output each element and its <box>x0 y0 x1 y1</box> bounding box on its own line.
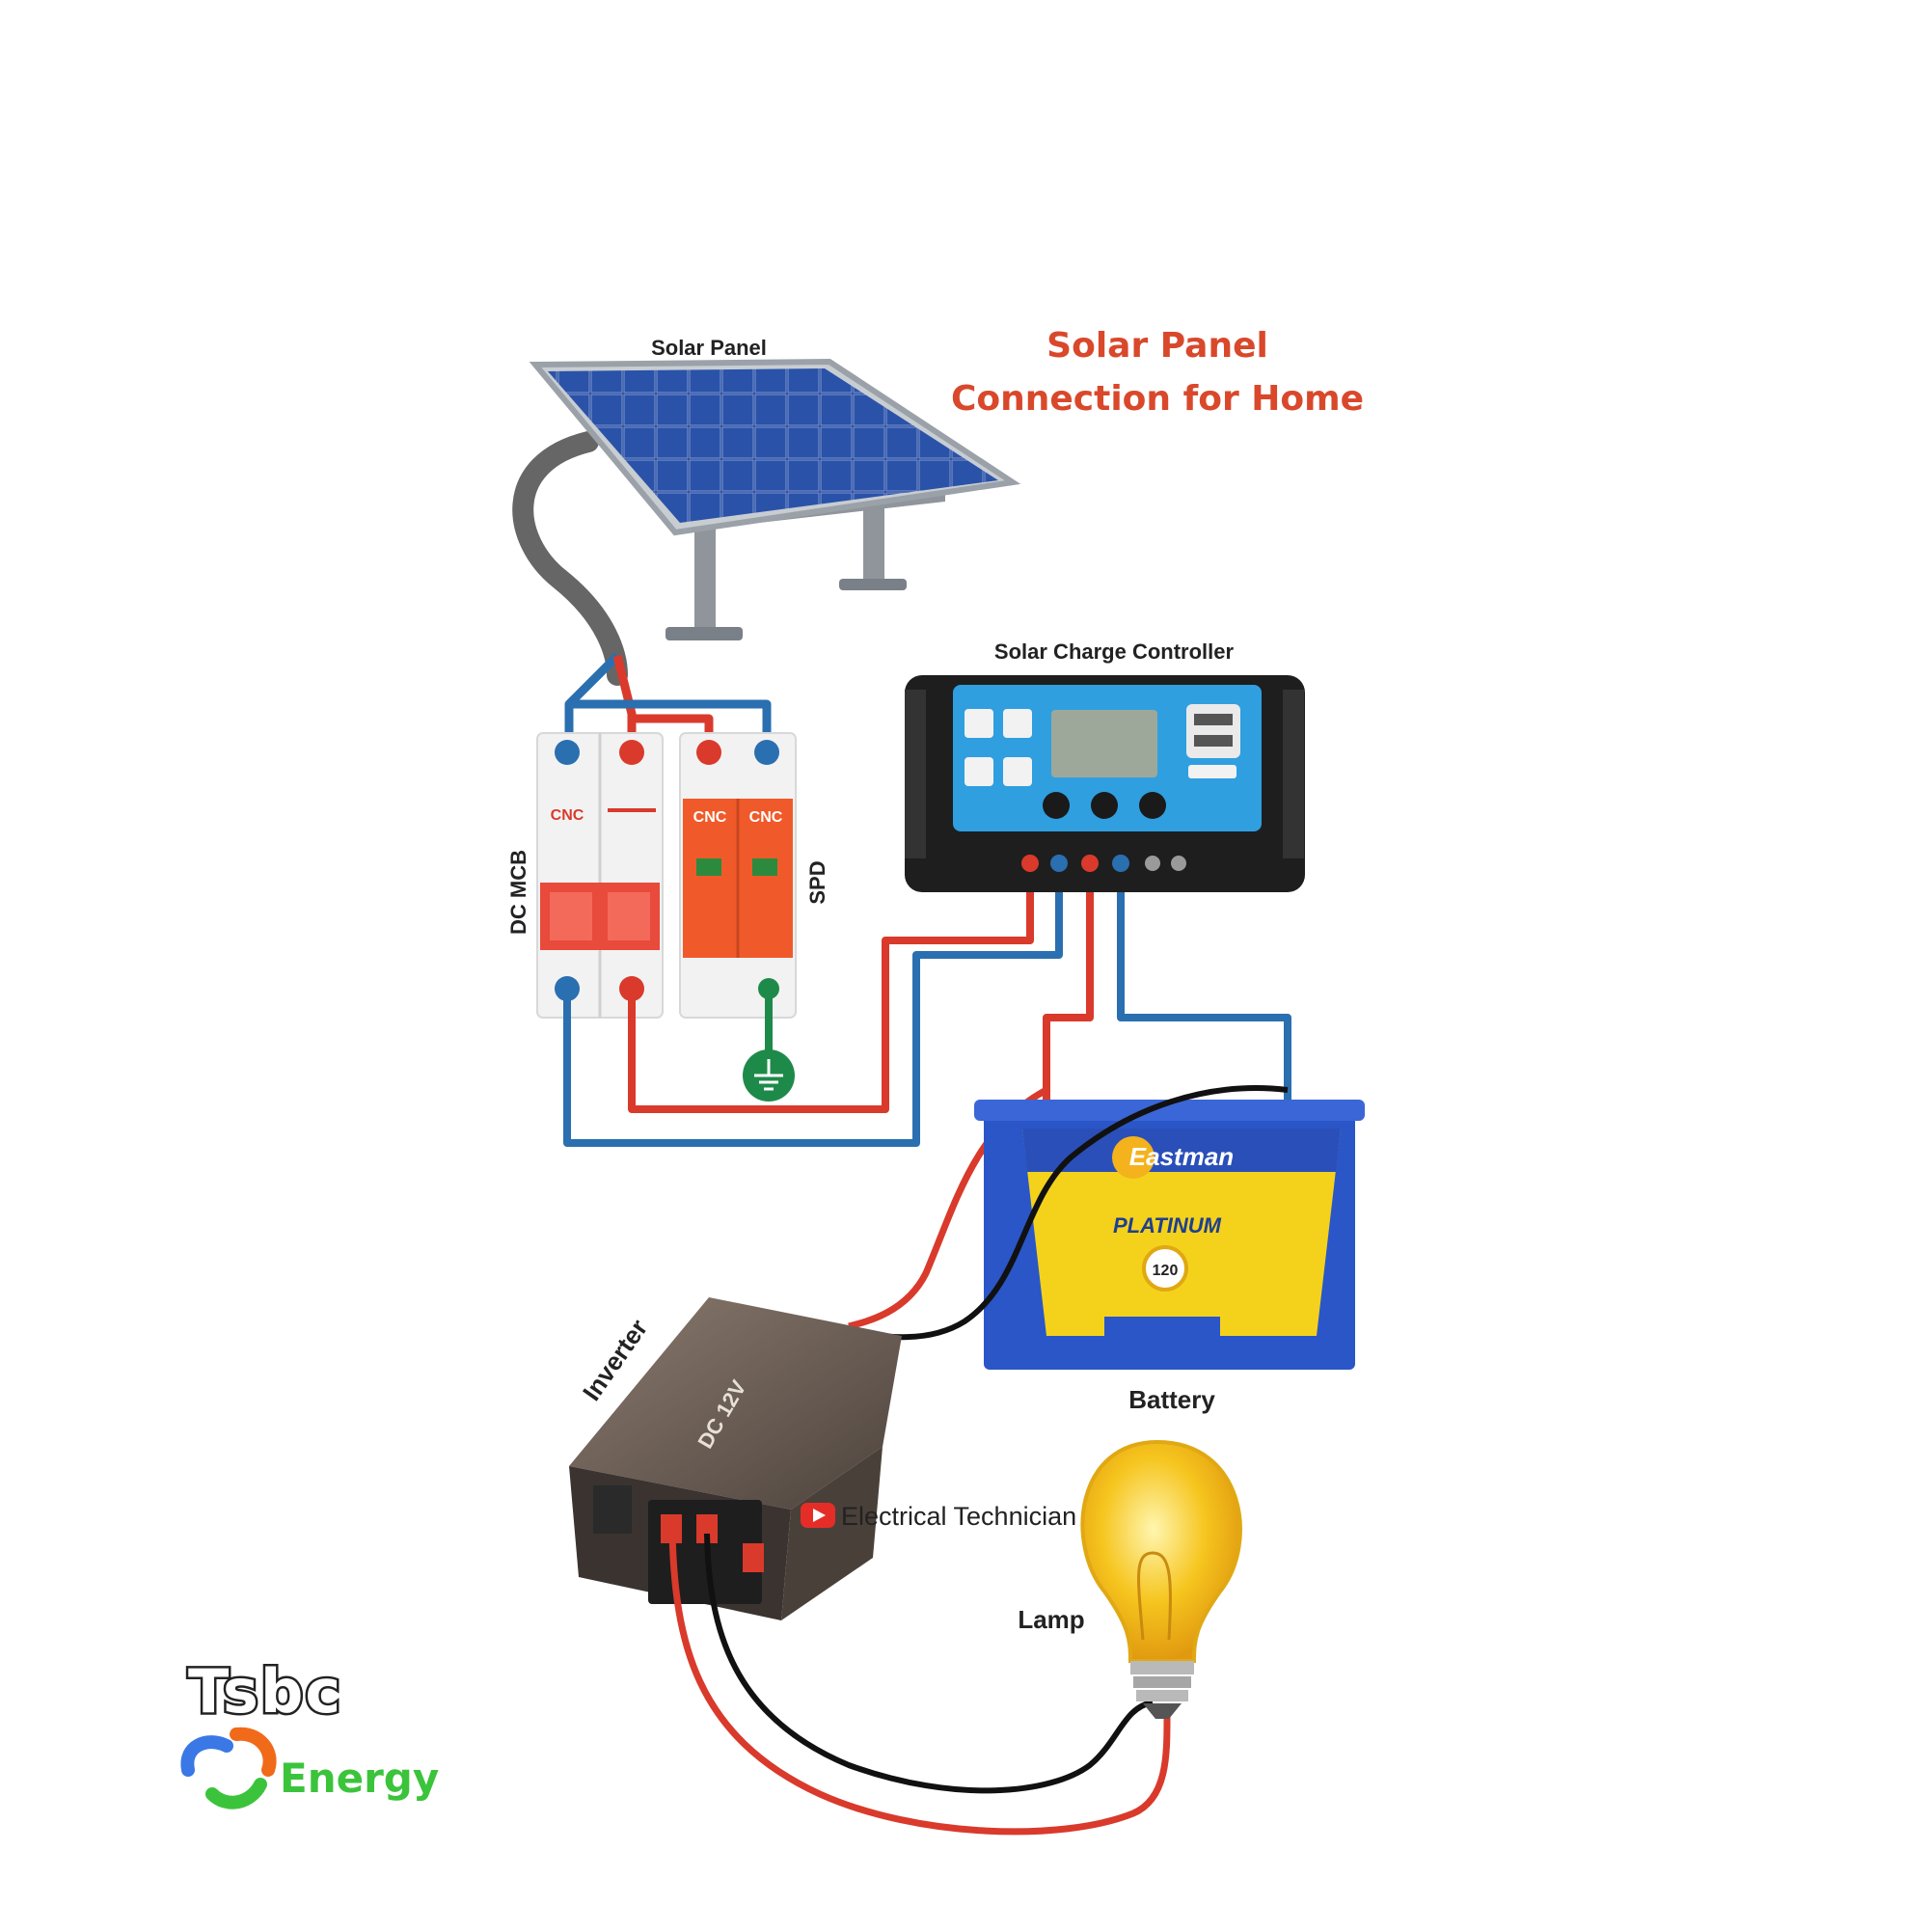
watermark: Electrical Technician <box>801 1502 1076 1531</box>
logo-name: Tsbc <box>188 1656 342 1727</box>
battery-label: Battery <box>1128 1385 1215 1414</box>
solar-panel-label: Solar Panel <box>651 336 767 360</box>
logo-tagline: Energy <box>280 1755 439 1802</box>
charge-controller-label: Solar Charge Controller <box>994 639 1235 664</box>
watermark-text: Electrical Technician <box>841 1502 1076 1531</box>
diagram-title-line-1: Solar Panel <box>1046 326 1268 366</box>
earth-ground-icon <box>743 1049 795 1102</box>
mcb-brand-text: CNC <box>551 807 584 824</box>
dc-mcb: DC MCB CNC <box>506 732 664 1019</box>
battery: Eastman PLATINUM 120 Battery <box>974 1100 1365 1414</box>
spd-label: SPD <box>805 860 829 904</box>
solar-charge-controller: Solar Charge Controller <box>905 639 1305 892</box>
battery-brand-text: Eastman <box>1129 1142 1234 1171</box>
tsbc-energy-logo: Tsbc Energy <box>180 1654 439 1810</box>
spd-brand-text: CNC <box>693 809 727 826</box>
battery-model-text: PLATINUM <box>1113 1213 1222 1238</box>
lamp-label: Lamp <box>1018 1605 1084 1634</box>
play-icon <box>801 1503 835 1528</box>
lightbulb-icon <box>1080 1439 1242 1719</box>
battery-warranty-text: 120 <box>1153 1263 1179 1279</box>
spd-brand-text-2: CNC <box>749 809 783 826</box>
solar-panel: Solar Panel <box>512 336 1021 686</box>
usb-port-icon <box>1186 704 1240 758</box>
spd: CNC CNC SPD <box>679 732 829 1019</box>
dc-mcb-label: DC MCB <box>506 850 530 935</box>
inverter: Inverter DC 12V <box>569 1297 902 1620</box>
diagram-title-line-2: Connection for Home <box>951 379 1364 419</box>
